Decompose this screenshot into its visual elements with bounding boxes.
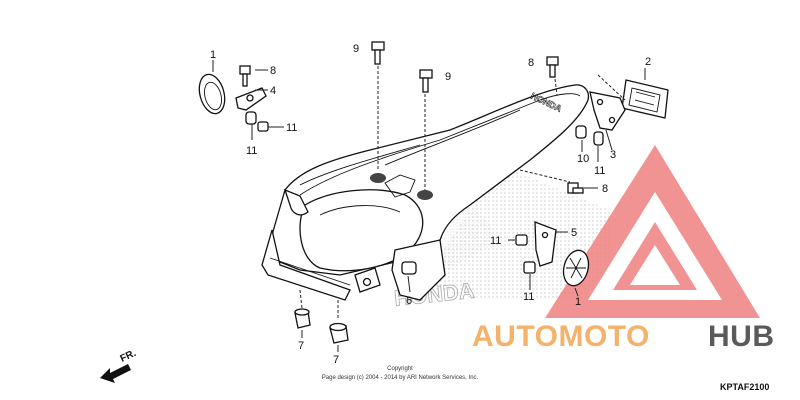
- part-5-bracket-lower[interactable]: [534, 221, 557, 267]
- label-part-11-left-a[interactable]: 11: [286, 122, 297, 134]
- label-part-7-left[interactable]: 7: [298, 340, 304, 352]
- label-part-4[interactable]: 4: [270, 85, 276, 97]
- part-8-bolt-right[interactable]: [567, 182, 584, 194]
- label-part-8-top-left[interactable]: 8: [270, 65, 276, 77]
- part-9-bolt-left[interactable]: [371, 41, 385, 65]
- label-part-5[interactable]: 5: [571, 227, 577, 239]
- copyright-line-1: Copyright: [387, 366, 413, 372]
- label-part-1-bottom[interactable]: 1: [575, 296, 581, 308]
- part-8-bolt-top-left[interactable]: [239, 65, 251, 87]
- part-10-collar[interactable]: [575, 125, 587, 139]
- watermark-text-part2: HUB: [708, 320, 775, 353]
- rear-fender[interactable]: HONDA: [261, 84, 590, 301]
- label-part-2[interactable]: 2: [645, 56, 651, 68]
- part-11-nut-right-a[interactable]: [593, 131, 604, 146]
- part-7-collar-left[interactable]: [294, 308, 311, 329]
- label-part-10[interactable]: 10: [577, 153, 589, 165]
- label-part-9-left[interactable]: 9: [353, 43, 359, 55]
- label-part-9-center[interactable]: 9: [445, 71, 451, 83]
- label-part-11-right-a[interactable]: 11: [594, 165, 605, 177]
- leader-lines: [212, 60, 646, 352]
- arrow-icon: [100, 364, 131, 383]
- part-3-bracket-right[interactable]: [589, 91, 626, 131]
- part-6-grommet[interactable]: [401, 261, 417, 275]
- part-number-labels: 1 8 4 11 11 9 9 8 2 3 10 11 8 11 5 11 1 …: [210, 43, 651, 366]
- watermark-text-part1: AUTOMOTO: [472, 320, 650, 353]
- part-1-reflector-left[interactable]: [195, 72, 229, 117]
- label-part-6[interactable]: 6: [406, 295, 412, 307]
- part-11-nut-left-b[interactable]: [245, 111, 257, 125]
- part-2-license-light[interactable]: [621, 79, 669, 119]
- part-11-nut-mid[interactable]: [515, 234, 528, 246]
- label-part-3[interactable]: 3: [610, 149, 616, 161]
- part-1-reflector-right[interactable]: [560, 248, 592, 289]
- label-part-7-right[interactable]: 7: [333, 354, 339, 366]
- direction-label: FR.: [119, 348, 138, 365]
- part-7-collar-right[interactable]: [329, 322, 349, 344]
- part-11-nut-bottom[interactable]: [523, 261, 536, 274]
- label-part-11-mid[interactable]: 11: [490, 235, 501, 247]
- part-9-bolt-center[interactable]: [419, 69, 433, 93]
- label-part-11-left-b[interactable]: 11: [246, 145, 257, 157]
- copyright-line-2: Page design (c) 2004 - 2014 by ARI Netwo…: [322, 375, 479, 381]
- front-direction-arrow: FR.: [100, 348, 138, 383]
- part-11-nut-left-a[interactable]: [257, 121, 269, 132]
- label-part-8-top-right[interactable]: 8: [528, 57, 534, 69]
- part-4-bracket-left[interactable]: [235, 87, 267, 111]
- label-part-8-right[interactable]: 8: [602, 183, 608, 195]
- part-8-bolt-top-right[interactable]: [546, 56, 559, 78]
- diagram-code: KPTAF2100: [720, 382, 769, 392]
- label-part-1-top[interactable]: 1: [210, 49, 216, 61]
- watermark-text: AUTOMOTO HUB: [472, 320, 775, 353]
- watermark-logo: [545, 145, 760, 318]
- label-part-11-bottom[interactable]: 11: [523, 291, 534, 303]
